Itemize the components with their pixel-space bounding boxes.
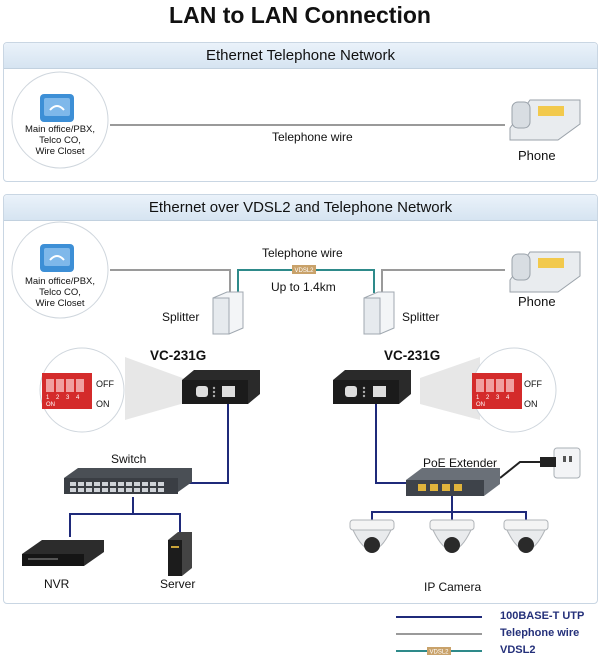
ip-camera-3-icon	[503, 519, 549, 553]
utp-poe-cam1	[371, 494, 453, 522]
ip-camera-2-icon	[429, 519, 475, 553]
phone-label-2: Phone	[518, 294, 556, 309]
vc231g-left-icon	[182, 370, 260, 404]
dip-number: 1	[46, 395, 50, 401]
diagram-title: LAN to LAN Connection	[169, 2, 431, 28]
phone-icon	[509, 99, 581, 141]
utp-line-left	[186, 404, 229, 484]
panel-header: Ethernet over VDSL2 and Telephone Networ…	[4, 195, 597, 221]
device-left-label: VC-231G	[150, 348, 207, 363]
panel-header: Ethernet Telephone Network	[4, 43, 597, 69]
phone-icon	[509, 251, 581, 293]
vdsl2-tag-text: VDSL2	[294, 268, 314, 274]
phone-label-1: Phone	[518, 148, 556, 163]
splitter-left-label: Splitter	[162, 310, 200, 324]
legend-vdsl-tag	[427, 647, 451, 655]
legend-utp-label: 100BASE-T UTP	[500, 610, 585, 622]
dip-number: 2	[486, 395, 490, 401]
device-right-label: VC-231G	[384, 348, 441, 363]
distance-label: Up to 1.4km	[271, 280, 336, 294]
splitter-left-icon	[212, 291, 244, 335]
office-label-1: Main office/PBX, Telco CO, Wire Closet	[24, 124, 96, 157]
dip-right-on: ON	[524, 399, 538, 409]
office-label-2: Main office/PBX, Telco CO, Wire Closet	[24, 276, 96, 309]
dip-number: 3	[66, 395, 70, 401]
server-icon	[168, 532, 192, 576]
panel-ethernet-telephone: Ethernet Telephone Network	[3, 42, 598, 182]
vc231g-right-icon	[333, 370, 411, 404]
utp-switch-nvr	[69, 497, 134, 537]
server-label: Server	[160, 577, 196, 591]
dip-number: 4	[506, 395, 510, 401]
dip-right-off: OFF	[524, 379, 542, 389]
legend-vdsl-label: VDSL2	[500, 644, 536, 656]
legend-vdsl-tag-text: VDSL2	[429, 650, 449, 656]
dip-number: 2	[56, 395, 60, 401]
splitter-right-label: Splitter	[402, 310, 440, 324]
dip-number: 3	[496, 395, 500, 401]
dip-left-on-small: ON	[46, 402, 55, 408]
vdsl2-tag	[292, 265, 316, 274]
utp-poe-cam3	[452, 511, 527, 522]
zoom-beam-left	[125, 357, 188, 420]
ip-camera-label: IP Camera	[424, 580, 482, 594]
switch-label: Switch	[111, 452, 147, 466]
telephone-wire-label-2: Telephone wire	[262, 246, 343, 260]
utp-switch-server	[133, 513, 181, 537]
dip-number: 4	[76, 395, 80, 401]
poe-extender-icon	[406, 468, 500, 496]
power-outlet-icon	[540, 447, 581, 479]
switch-icon	[64, 468, 192, 494]
utp-line-right	[375, 404, 408, 484]
dip-number: 1	[476, 395, 480, 401]
zoom-beam-right	[420, 357, 480, 420]
poe-extender-label: PoE Extender	[423, 456, 498, 470]
telephone-wire-label-1: Telephone wire	[272, 130, 353, 144]
ip-camera-1-icon	[349, 519, 395, 553]
dip-left-off: OFF	[96, 379, 114, 389]
nvr-label: NVR	[44, 577, 70, 591]
dip-left-on: ON	[96, 399, 110, 409]
office-phone-icon	[40, 244, 74, 272]
legend-telephone-label: Telephone wire	[500, 627, 580, 639]
telephone-wire-left	[110, 269, 231, 293]
splitter-right-icon	[363, 291, 395, 335]
telephone-wire-right	[381, 269, 505, 293]
dip-right-on-small: ON	[476, 402, 485, 408]
nvr-icon	[22, 540, 104, 566]
power-cord	[499, 461, 548, 479]
office-phone-icon	[40, 94, 74, 122]
